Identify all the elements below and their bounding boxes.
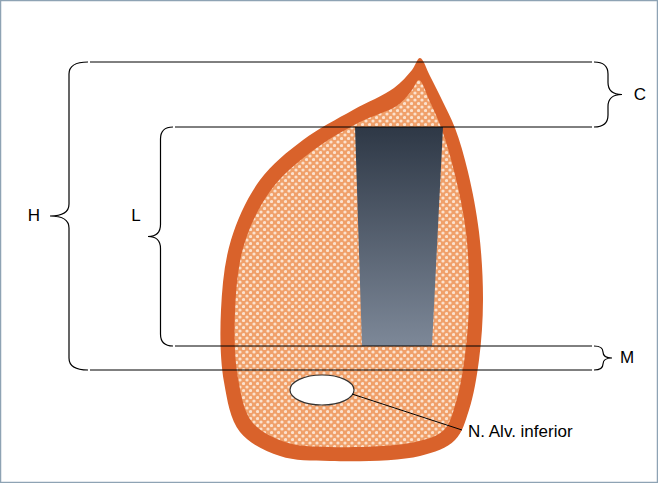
brace (594, 62, 622, 127)
brace (50, 62, 88, 370)
implant (355, 127, 443, 346)
dimension-label: L (131, 207, 140, 226)
cancellous-bone (235, 80, 470, 447)
mandible-section (220, 58, 483, 461)
brace (148, 127, 173, 346)
dimension-label: C (634, 86, 646, 105)
dimension-lines (90, 62, 592, 430)
brackets (50, 62, 622, 370)
dimension-label: M (620, 349, 634, 368)
dimension-label: H (28, 207, 40, 226)
leader-line (352, 394, 462, 430)
structure-label: N. Alv. inferior (468, 423, 573, 442)
brace (594, 346, 612, 370)
cortical-bone (220, 58, 483, 461)
nerve-canal (290, 375, 354, 405)
